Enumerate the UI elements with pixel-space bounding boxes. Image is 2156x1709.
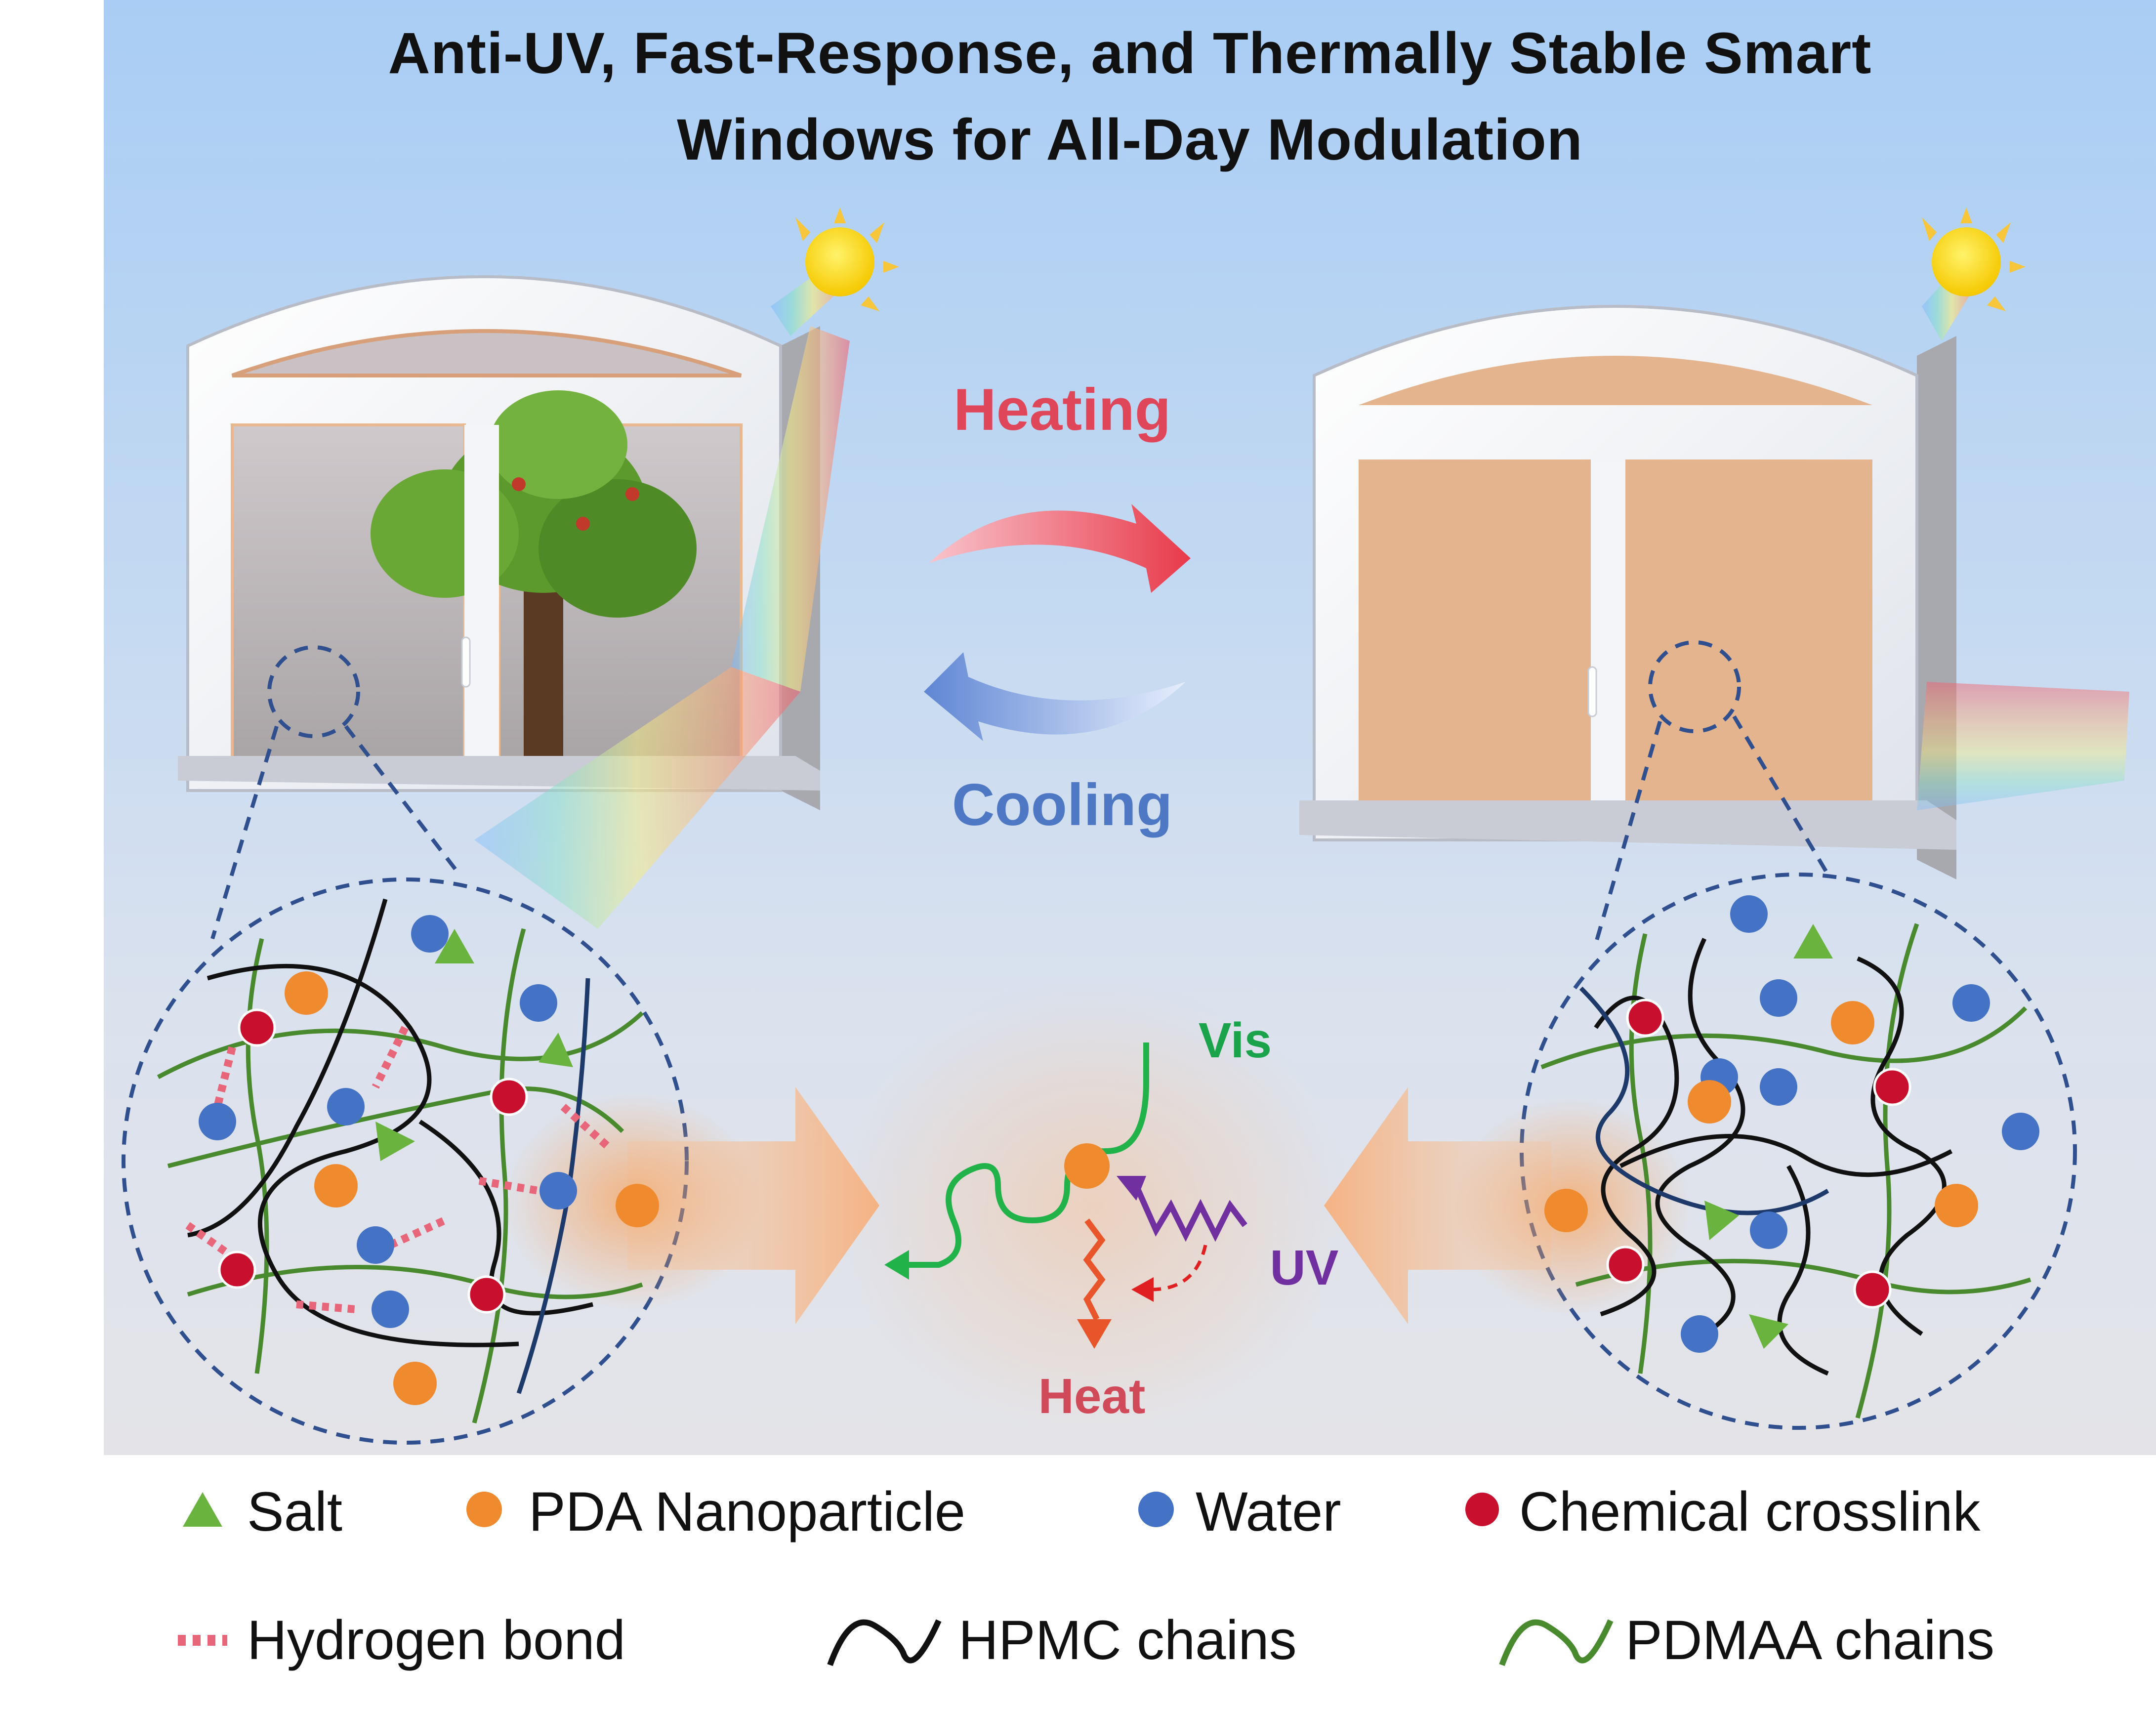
heating-label: Heating bbox=[954, 376, 1171, 443]
right-window-tinted bbox=[1299, 208, 2129, 879]
legend-water-label: Water bbox=[1196, 1481, 1341, 1542]
legend-hpmc-label: HPMC chains bbox=[958, 1609, 1297, 1671]
uv-label: UV bbox=[1270, 1240, 1339, 1295]
legend-crosslink-label: Chemical crosslink bbox=[1519, 1481, 1981, 1542]
left-network-circle bbox=[122, 877, 761, 1445]
legend-pda-icon bbox=[466, 1492, 502, 1527]
mechanism-panel bbox=[627, 978, 1551, 1433]
left-window-transparent bbox=[178, 208, 899, 929]
right-sun-icon bbox=[1922, 208, 2026, 341]
legend-symbols bbox=[178, 1492, 1614, 1667]
cooling-label: Cooling bbox=[952, 772, 1173, 838]
legend-hpmc-icon bbox=[827, 1619, 942, 1667]
vis-label: Vis bbox=[1199, 1013, 1272, 1068]
legend-hbond-label: Hydrogen bond bbox=[247, 1609, 625, 1671]
legend-water-icon bbox=[1138, 1492, 1174, 1527]
heating-arrow-icon bbox=[929, 504, 1191, 593]
legend-salt-label: Salt bbox=[247, 1481, 342, 1542]
right-network-circle bbox=[1452, 873, 2077, 1430]
legend-pdmaa-icon bbox=[1499, 1619, 1614, 1667]
legend-pda-label: PDA Nanoparticle bbox=[529, 1481, 966, 1542]
cooling-arrow-icon bbox=[924, 652, 1186, 741]
title-line-2: Windows for All-Day Modulation bbox=[677, 107, 1583, 172]
legend-crosslink-icon bbox=[1465, 1493, 1499, 1526]
legend-pdmaa-label: PDMAA chains bbox=[1625, 1609, 1994, 1671]
title-line-1: Anti-UV, Fast-Response, and Thermally St… bbox=[388, 21, 1872, 86]
left-sun-icon bbox=[771, 208, 899, 336]
zoom-lines bbox=[210, 640, 1830, 945]
heat-label: Heat bbox=[1038, 1369, 1146, 1424]
legend-salt-icon bbox=[183, 1492, 222, 1527]
